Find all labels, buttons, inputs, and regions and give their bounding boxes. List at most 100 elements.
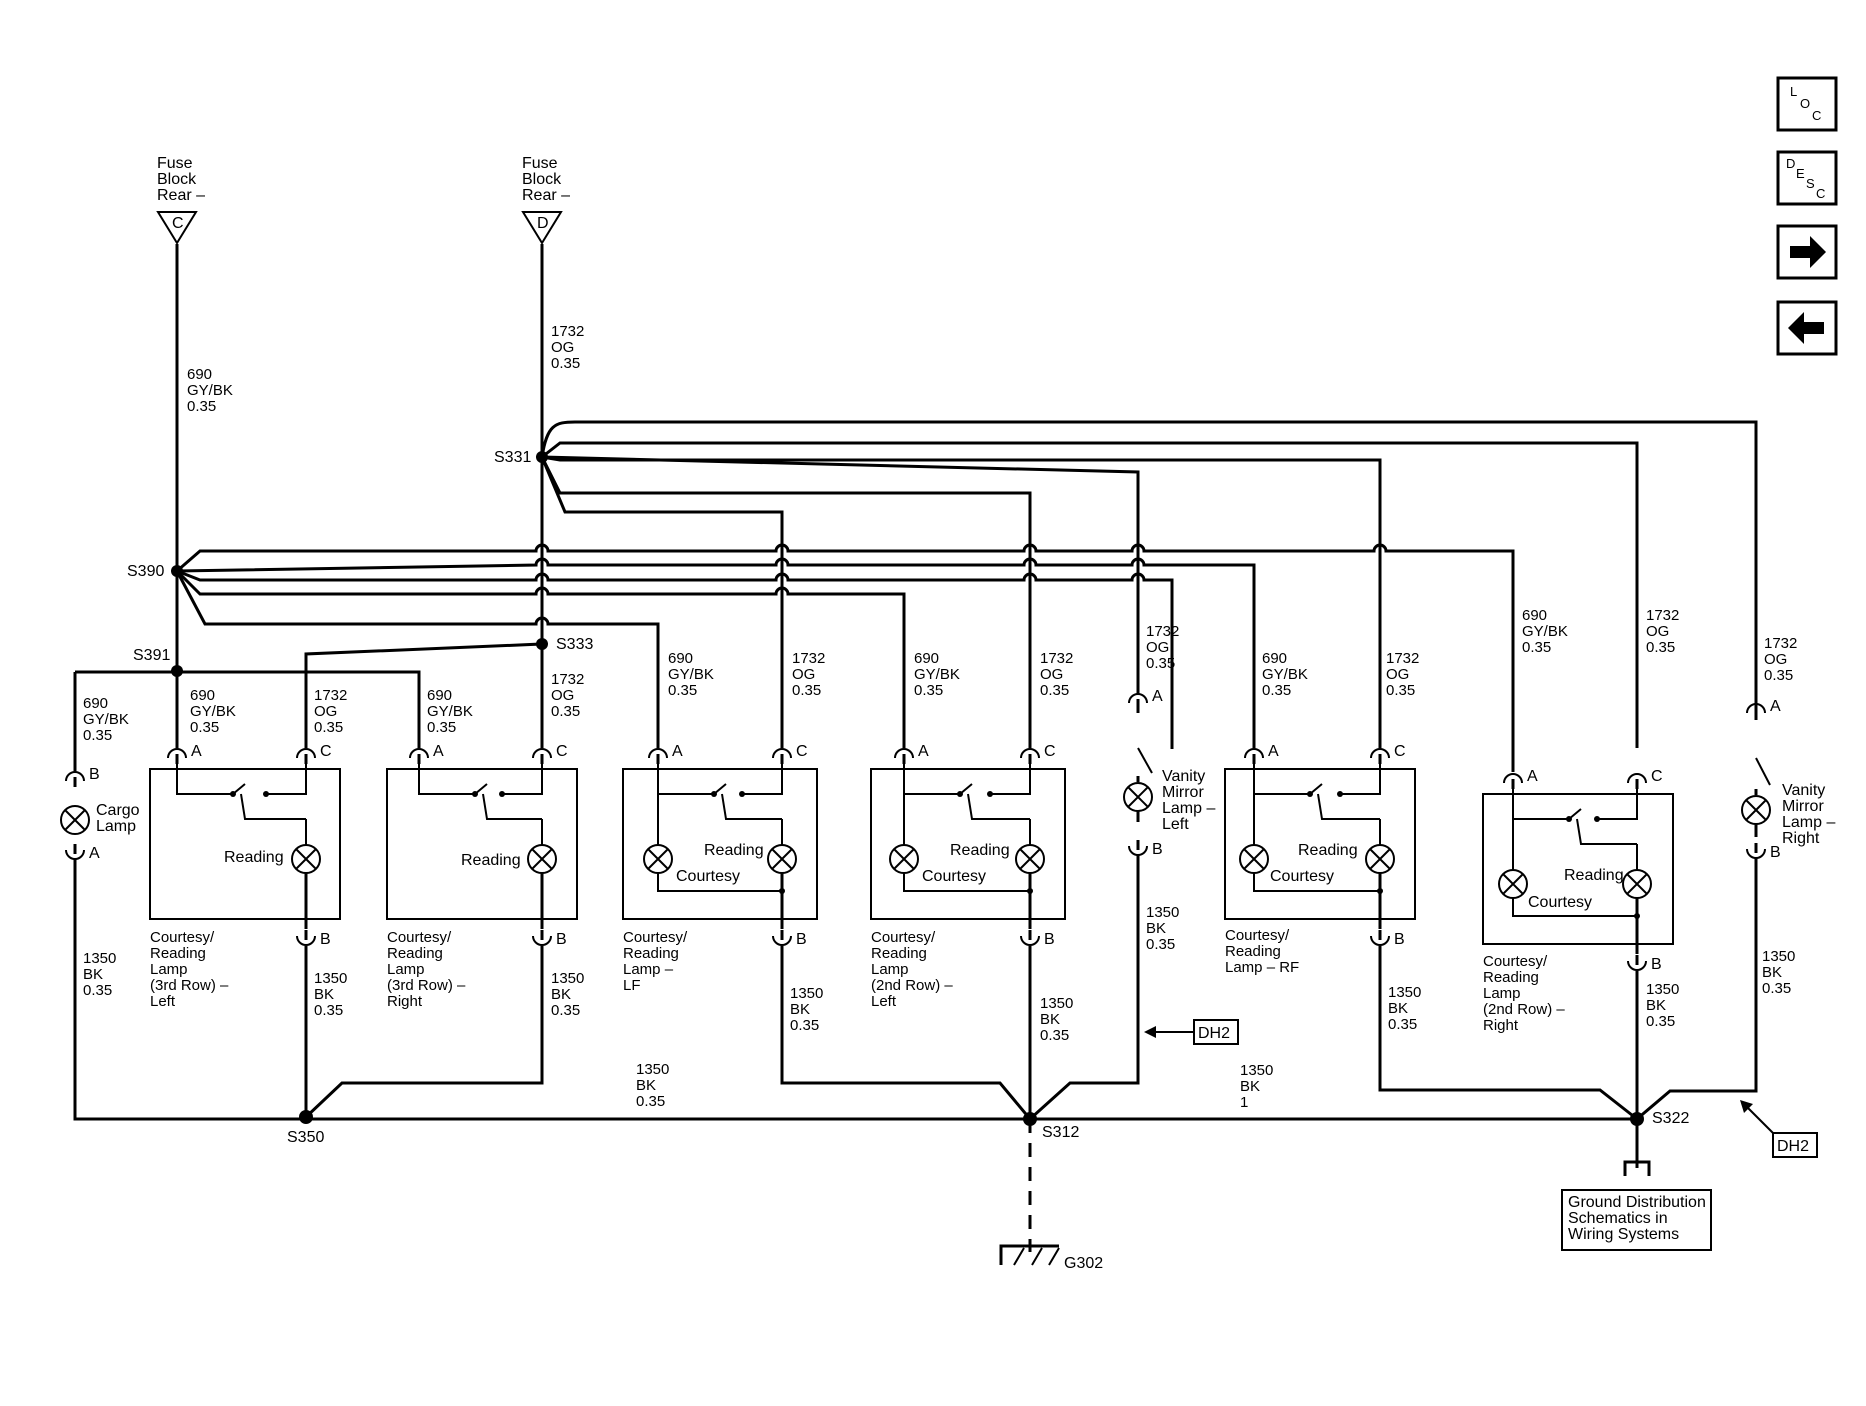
svg-text:690: 690 [668,650,693,667]
connector-pin-b: B [532,930,567,948]
svg-text:Rear –: Rear – [157,187,205,204]
connector-pin-a: A [1503,768,1538,789]
module-3rd-row-right: Reading [386,759,578,929]
next-page-button[interactable] [1776,224,1838,280]
svg-text:C: C [1816,186,1825,201]
svg-text:Mirror: Mirror [1782,798,1824,815]
svg-text:0.35: 0.35 [314,1002,343,1019]
pin-label: A [89,845,100,862]
pin-label: B [1651,956,1662,973]
svg-text:C: C [172,215,184,232]
svg-text:Right: Right [1782,830,1820,847]
pin-label: B [796,931,807,948]
svg-text:0.35: 0.35 [1146,936,1175,953]
svg-text:DH2: DH2 [1198,1025,1230,1042]
svg-text:GY/BK: GY/BK [668,666,714,683]
svg-text:Lamp –: Lamp – [1782,814,1835,831]
svg-text:1350: 1350 [1762,948,1795,965]
svg-text:Vanity: Vanity [1782,782,1825,799]
lamp-bulb-icon [527,844,557,874]
pin-label: C [1044,743,1056,760]
fuse-block-d: Fuse Block Rear – D [521,155,570,245]
svg-text:690: 690 [187,366,212,383]
svg-text:Courtesy/: Courtesy/ [1483,953,1548,970]
svg-text:Left: Left [150,993,176,1010]
loc-button[interactable]: L O C [1776,76,1838,132]
svg-text:(3rd Row) –: (3rd Row) – [150,977,229,994]
svg-text:BK: BK [1146,920,1166,937]
svg-text:Ground Distribution: Ground Distribution [1568,1194,1706,1211]
svg-text:0.35: 0.35 [427,719,456,736]
connector-pin-b: B [1627,955,1662,973]
svg-text:Block: Block [157,171,197,188]
svg-text:GY/BK: GY/BK [190,703,236,720]
svg-text:E: E [1796,166,1805,181]
lamp-bulb-icon [1239,844,1269,874]
svg-text:1732: 1732 [551,671,584,688]
wires [73,244,1758,1266]
svg-text:1732: 1732 [792,650,825,667]
desc-button[interactable]: D E S C [1776,150,1838,206]
lamp-bulb-icon [767,844,797,874]
svg-text:DH2: DH2 [1777,1138,1809,1155]
pin-label: B [556,931,567,948]
dh2-callout-lower[interactable]: DH2 [1740,1100,1818,1158]
arrow-right-icon [1790,236,1826,268]
svg-text:1350: 1350 [636,1061,669,1078]
svg-text:LF: LF [623,977,641,994]
svg-text:Rear –: Rear – [522,187,570,204]
connector-pin-c: C [532,743,568,764]
pin-label: A [672,743,683,760]
svg-text:OG: OG [551,687,574,704]
svg-text:Wiring Systems: Wiring Systems [1568,1226,1679,1243]
svg-text:BK: BK [1762,964,1782,981]
courtesy-label: Courtesy [1270,868,1334,885]
pin-label: C [796,743,808,760]
pin-label: C [1394,743,1406,760]
pin-label: C [320,743,332,760]
svg-text:OG: OG [1764,651,1787,668]
svg-text:S390: S390 [127,563,164,580]
svg-text:Lamp: Lamp [96,818,136,835]
svg-text:Lamp: Lamp [871,961,909,978]
svg-text:BK: BK [314,986,334,1003]
svg-text:S331: S331 [494,449,531,466]
dh2-callout-upper[interactable]: DH2 [1144,1019,1239,1045]
svg-text:OG: OG [551,339,574,356]
svg-text:Reading: Reading [150,945,206,962]
svg-text:Courtesy/: Courtesy/ [387,929,452,946]
svg-text:0.35: 0.35 [1146,655,1175,672]
svg-text:1732: 1732 [314,687,347,704]
svg-text:1: 1 [1240,1094,1248,1111]
connector-pin-b: B [772,930,807,948]
connector-pin-a: A [167,743,202,764]
pin-label: A [433,743,444,760]
connector-pin-c: C [1020,743,1056,764]
ground-distribution-link[interactable]: Ground Distribution Schematics in Wiring… [1561,1189,1712,1251]
svg-text:Reading: Reading [1225,943,1281,960]
previous-page-button[interactable] [1776,300,1838,356]
svg-text:1732: 1732 [1146,623,1179,640]
svg-text:(2nd Row) –: (2nd Row) – [1483,1001,1565,1018]
lamp-bulb-icon [643,844,673,874]
svg-text:BK: BK [1040,1011,1060,1028]
reading-label: Reading [704,842,764,859]
connector-pin-a: A [409,743,444,764]
svg-text:Reading: Reading [623,945,679,962]
svg-text:Fuse: Fuse [157,155,193,172]
svg-text:Block: Block [522,171,562,188]
svg-text:0.35: 0.35 [1762,980,1791,997]
svg-text:S391: S391 [133,647,170,664]
svg-text:0.35: 0.35 [914,682,943,699]
svg-text:0.35: 0.35 [551,703,580,720]
cargo-lamp: Cargo Lamp [60,802,140,835]
connector-pin-c: C [1370,743,1406,764]
connector-pin-a: A [65,844,100,862]
svg-text:O: O [1800,96,1810,111]
svg-text:Schematics in: Schematics in [1568,1210,1668,1227]
